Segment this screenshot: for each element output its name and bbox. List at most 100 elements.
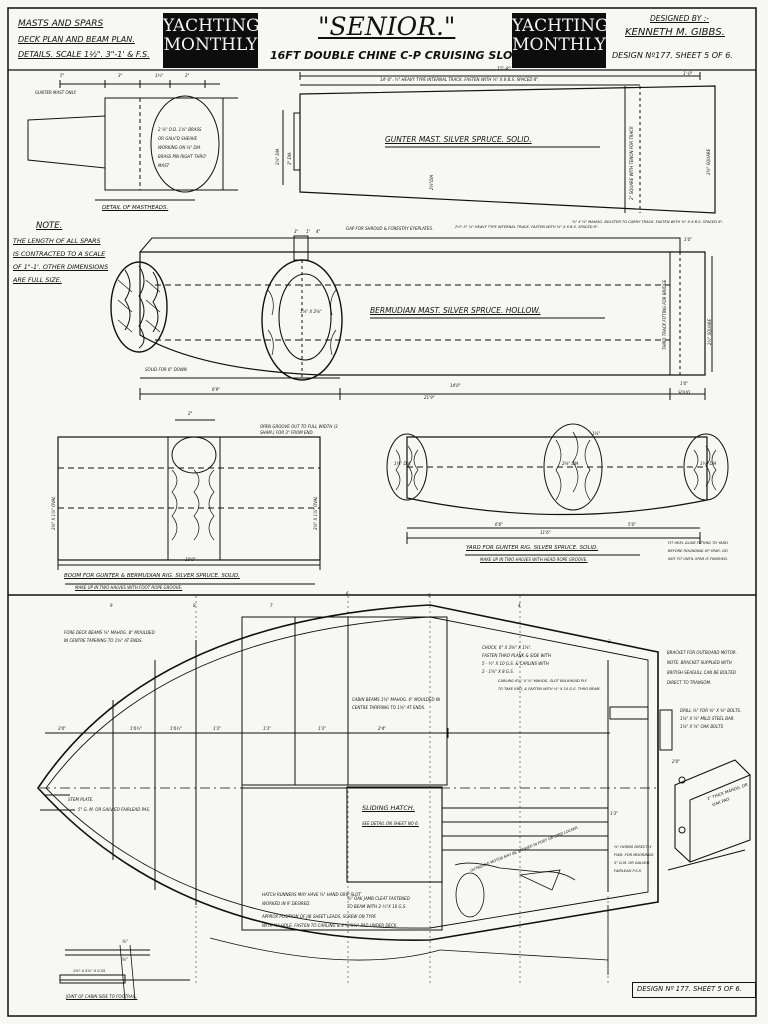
gunter-vertical-note: 2" SQUARE WITH TENON FOR TRACK — [629, 126, 634, 200]
design-reference: DESIGN Nº177. SHEET 5 OF 6. — [612, 51, 733, 60]
yard-dim: 5'0" — [628, 522, 637, 527]
station-number: 8 — [193, 603, 196, 608]
sheave-note: 2 ⅜" O.D. 1⅛" BRASS — [158, 127, 202, 132]
deck-dim: 1'0¾" — [130, 726, 142, 731]
outboard-bracket-drawing — [659, 709, 751, 871]
bracket-note: DIRECT TO TRANSOM. — [667, 680, 712, 685]
yard-fitting-note: FIT HEEL GLIDE FITTING TO YARD — [668, 541, 728, 545]
bermudian-dim-a: 6'9" — [212, 387, 221, 392]
deck-dim: 1'3" — [610, 811, 619, 816]
jib-sheet-note: APPROX POSITION OF JIB SHEET LEADS, SCRE… — [262, 914, 376, 919]
yard-dim: 1½" DIA — [700, 461, 717, 466]
gunter-only-label: GUNTER MAST ONLY. — [35, 90, 77, 95]
joint-note: JOINT OF CABIN SIDE TO FOOTRAIL. — [66, 994, 138, 999]
gunter-mast-label: GUNTER MAST. SILVER SPRUCE. SOLID. — [385, 135, 532, 144]
bermudian-track-note: 2'0"-3" ⅝" HEAVY TYPE INTERNAL TRACK. FA… — [455, 225, 599, 229]
sheave-note: BRASS PIN RIGHT THRO' — [158, 154, 207, 159]
note-line: THE LENGTH OF ALL SPARS — [13, 237, 101, 245]
horns-note: FAIRLEAD P.S.S. — [614, 869, 643, 873]
gunter-mast-drawing — [282, 72, 716, 214]
fairlead-label: 5" G. M. OR GALV'ED FAIRLEAD PAS. — [78, 807, 151, 812]
gunter-square: 2⅜" SQUARE — [706, 148, 711, 175]
drill-note: DRILL ⅜" FOR ⅜" x ⅝" BOLTS. — [680, 708, 742, 713]
deck-dim: 1'0½" — [170, 726, 182, 731]
deck-dim: 2'0" — [672, 759, 681, 764]
bermudian-dim-b: 14'0" — [450, 383, 461, 388]
station-number: 9 — [110, 603, 113, 608]
masthead-dim: 5" — [60, 73, 65, 78]
joint-dim: 1⅜" x 5⅝" x 0.55 — [73, 969, 106, 973]
yard-dim: 6'6" — [495, 522, 504, 527]
deck-plan-drawing — [36, 596, 659, 985]
joint-dim: ⅜" — [122, 939, 128, 944]
note-title: NOTE. — [36, 221, 63, 231]
station-number: 5 — [428, 593, 431, 598]
yard-dim: 1⅝" — [592, 431, 601, 436]
masthead-detail-drawing — [27, 80, 238, 201]
masthead-detail-caption: DETAIL OF MASTHEADS. — [102, 205, 169, 211]
hatch-runners-note: WORKED IN IF DESIRED. — [262, 901, 311, 906]
joint-detail-drawing — [59, 944, 150, 1001]
note-line: IS CONTRACTED TO A SCALE — [13, 250, 106, 258]
bermudian-right-dim: 1'0" — [684, 237, 693, 242]
boom-length: 10'0" — [185, 557, 196, 562]
logo-line-1: YACHTING — [512, 16, 609, 36]
designer-name: KENNETH M. GIBBS. — [625, 27, 725, 38]
chock-note: 2 - 1⅝" x 8 G.S. — [482, 669, 515, 674]
logo-line-2: MONTHLY — [163, 35, 258, 55]
chock-note: CHOCK. 6" x 3⅝" x 1⅝". — [482, 645, 532, 650]
yard-drawing — [386, 423, 729, 556]
logo-line-1: YACHTING — [163, 16, 260, 36]
gunter-track-note: 14'-0". ¾" HEAVY TYPE INTERNAL TRACK. FA… — [380, 77, 540, 82]
chock-note: 5 - ¾" x 10 G.S. & CARLINS WITH — [482, 661, 549, 666]
station-number: 4 — [518, 603, 521, 608]
deck-dim: 1'3" — [213, 726, 222, 731]
boom-drawing — [57, 419, 321, 585]
gap-note: GAP FOR SHROUD & FORESTAY EYEPLATES. — [346, 226, 434, 231]
masthead-dim: 1¾" — [155, 73, 164, 78]
designed-by-label: DESIGNED BY :- — [650, 14, 710, 23]
boom-left-dim: 2⅛" x 1⅞" OVAL — [51, 496, 56, 530]
header-line-2: DECK PLAN AND BEAM PLAN. — [18, 35, 135, 44]
header-line-3: DETAILS. SCALE 1½". 3"-1' & F.S. — [18, 50, 150, 59]
jib-sheet-note: WITH ⅜" HOLE. FASTEN TO CARLING & 4 ⅝"x⅜… — [262, 923, 398, 928]
cabin-beams-note: CENTRE TAPERING TO 1⅝" AT ENDS. — [352, 705, 426, 710]
chock-note: FASTEN THRO PLANK & SIDE WITH — [482, 653, 552, 658]
yard-dim: 2⅛" DIA — [562, 461, 579, 466]
bermudian-top-dim: 4" — [316, 229, 321, 234]
bermudian-top-dim: 1" — [306, 229, 311, 234]
masthead-dim: 3" — [118, 73, 123, 78]
station-number: 7 — [270, 603, 273, 608]
cleat-note: TO BEAM WITH 2-¾"x 10 G.S. — [347, 904, 407, 909]
boom-label: BOOM FOR GUNTER & BERMUDIAN RIG. SILVER … — [64, 573, 240, 579]
mast-section-left — [110, 261, 168, 353]
footer-design-reference: DESIGN Nº 177. SHEET 5 OF 6. — [637, 985, 742, 993]
gunter-length: 15'-8" — [497, 67, 511, 72]
cabin-beams-note: CABIN BEAMS 1⅜" MAHOG. 6" MOULDED IN — [352, 697, 441, 702]
bermudian-top-dim: 3" — [294, 229, 299, 234]
gunter-at-dim: 2⅝"DIA — [429, 174, 434, 190]
note-line: OF 1"-1'. OTHER DIMENSIONS — [13, 263, 109, 271]
deck-dim: 1'3" — [263, 726, 272, 731]
bermudian-mast-drawing — [139, 235, 713, 400]
deck-dim: 1'3" — [318, 726, 327, 731]
yard-fitting-note: NOT FIT UNTIL SPAR IS FINISHED. — [668, 557, 728, 561]
sheave-note: MAST — [158, 163, 170, 168]
solid-note: SOLID FOR 6" DOWN — [145, 367, 187, 372]
hatch-detail-note: SEE DETAIL ON SHEET NO 6. — [362, 821, 419, 826]
horns-note: 5" G.M. OR GALVED — [614, 861, 650, 865]
deck-dim: 2'4" — [378, 726, 387, 731]
station-number: 3 — [608, 639, 611, 644]
mast-section-right — [261, 259, 343, 381]
boom-groove-note: OPEN GROOVE OUT TO FULL WIDTH (3 SHAM.) … — [260, 424, 338, 435]
logo-right: YACHTING MONTHLY — [512, 13, 609, 68]
boom-top-dim: 2" — [188, 411, 193, 416]
hatch-runners-note: HATCH RUNNERS MAY HAVE ⅝" HAND GRIP SLOT — [262, 892, 361, 897]
bermudian-vertical-note: THIRD TRACK FITTING FOR BRIDGE — [662, 279, 667, 350]
sheave-note: WORKING ON ⅝" DIA — [158, 145, 201, 150]
sliding-hatch-label: SLIDING HATCH. — [362, 804, 415, 812]
yard-dim: 1¾" DIA — [394, 461, 411, 466]
bracket-note: BRACKET FOR OUTBOARD MOTOR. — [667, 650, 737, 655]
header-left-box: MASTS AND SPARS DECK PLAN AND BEAM PLAN.… — [12, 14, 160, 66]
